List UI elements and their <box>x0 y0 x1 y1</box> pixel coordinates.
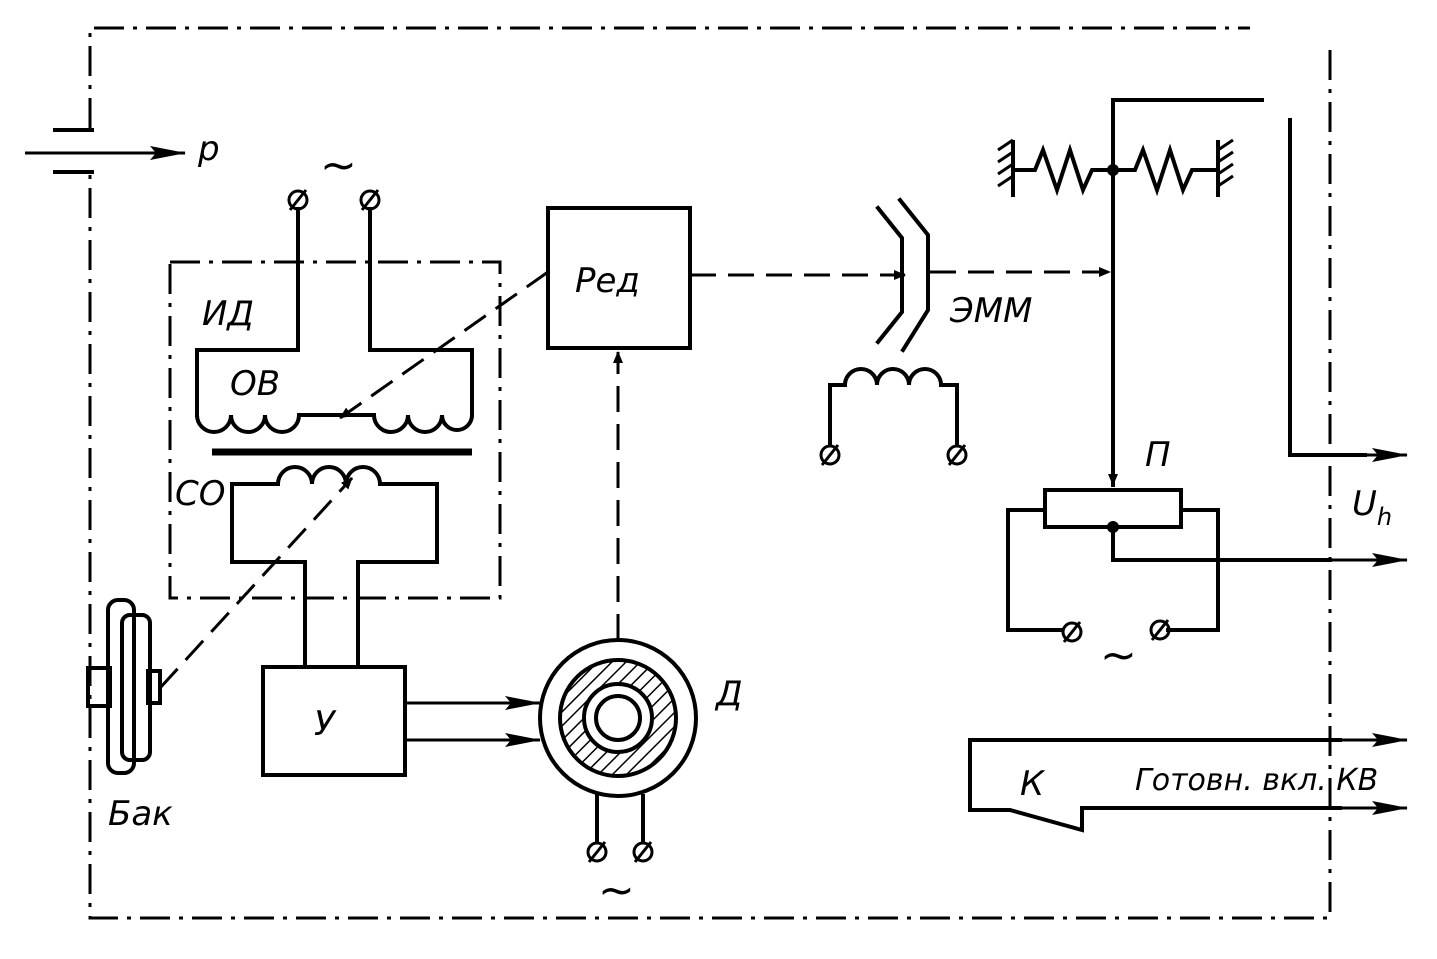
pressure-label: p <box>197 129 220 169</box>
reducer-label: Ред <box>575 261 640 301</box>
motor: Д ~ <box>538 638 743 916</box>
co-label: СО <box>175 474 226 514</box>
ac-symbol-motor: ~ <box>598 865 635 916</box>
motor-label: Д <box>714 674 743 714</box>
pressure-input: p <box>25 128 220 174</box>
id-block-boundary <box>168 260 502 600</box>
ready-label: Готовн. вкл. КВ <box>1135 763 1378 798</box>
id-label: ИД <box>202 294 254 334</box>
tank-link <box>158 476 354 690</box>
ov-winding: ОВ <box>194 364 475 434</box>
co-winding: СО <box>175 465 439 667</box>
ac-symbol-top: ~ <box>320 140 357 191</box>
id-supply: ~ <box>195 140 474 417</box>
potentiometer-label: П <box>1145 435 1171 475</box>
spring-assembly <box>997 98 1264 487</box>
reducer-to-ov-link <box>339 270 549 420</box>
tank: Бак <box>86 598 173 834</box>
ready-contact: К Готовн. вкл. КВ <box>968 733 1408 833</box>
clutch-label: ЭММ <box>949 291 1032 331</box>
contact-label: К <box>1020 764 1046 804</box>
ac-symbol-pot: ~ <box>1100 630 1137 681</box>
uh-label: Uh <box>1352 484 1392 531</box>
amplifier-block: У <box>261 665 541 777</box>
electromagnetic-clutch: ЭММ <box>819 197 1032 466</box>
reducer-block: Ред <box>546 206 692 350</box>
tank-label: Бак <box>108 794 173 834</box>
uh-output: Uh <box>1288 118 1408 531</box>
potentiometer: П ~ <box>1006 435 1408 681</box>
enclosure-boundary <box>88 26 1332 920</box>
amplifier-label: У <box>314 704 337 744</box>
ov-label: ОВ <box>230 364 280 404</box>
